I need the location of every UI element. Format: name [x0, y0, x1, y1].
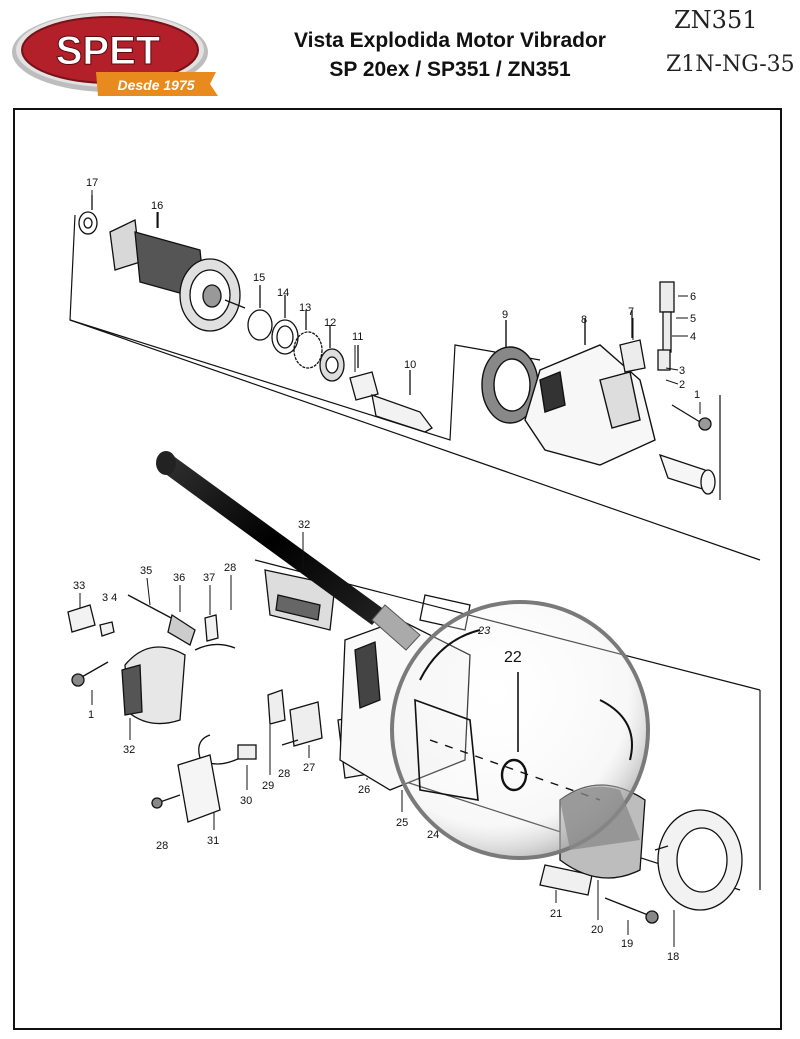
spet-logo: SPET Desde 1975: [12, 12, 218, 96]
logo-wordmark: SPET: [56, 29, 160, 73]
brush-parts: [198, 689, 323, 765]
top-assembly-lines: [69, 214, 761, 561]
callout-1-left: 1: [88, 709, 94, 721]
callout-labels: 17 16 15 14 13 12 11 10 9 8 7 6 5 4 3 2 …: [73, 177, 700, 963]
diagram-frame: [13, 108, 782, 1030]
callout-15: 15: [253, 272, 265, 284]
callout-31: 31: [207, 835, 219, 847]
callout-6: 6: [690, 291, 696, 303]
left-small-parts: [67, 594, 236, 651]
callout-32-upper: 32: [298, 519, 310, 531]
callout-4: 4: [690, 331, 696, 343]
callout-37: 37: [203, 572, 215, 584]
callout-13: 13: [299, 302, 311, 314]
callout-11: 11: [352, 331, 363, 343]
callout-20: 20: [591, 924, 603, 936]
title-line-2: SP 20ex / SP351 / ZN351: [329, 58, 571, 81]
callout-17: 17: [86, 177, 98, 189]
plate-group: [151, 754, 221, 823]
callout-28-upper: 28: [224, 562, 236, 574]
callout-21: 21: [550, 908, 562, 920]
callout-16: 16: [151, 200, 163, 212]
end-sleeve: [658, 453, 716, 495]
callout-26: 26: [358, 784, 370, 796]
callout-9: 9: [502, 309, 508, 321]
shaft-group: [349, 345, 433, 433]
page-header: SPET Desde 1975 Vista Explodida Motor Vi…: [0, 0, 800, 105]
callout-5: 5: [690, 313, 696, 325]
callout-35: 35: [140, 565, 152, 577]
callout-29: 29: [262, 780, 274, 792]
callout-12: 12: [324, 317, 336, 329]
callout-25: 25: [396, 817, 408, 829]
rings-group: [247, 285, 345, 382]
callout-14: 14: [277, 287, 289, 299]
callout-23: 23: [477, 625, 491, 637]
model-code-top: ZN351: [674, 6, 758, 34]
callout-24: 24: [427, 829, 439, 841]
part-17-washer: [78, 195, 98, 235]
callout-30: 30: [240, 795, 252, 807]
callout-32-lower: 32: [123, 744, 135, 756]
callout-18: 18: [667, 951, 679, 963]
title-line-1: Vista Explodida Motor Vibrador: [294, 29, 606, 52]
callout-10: 10: [404, 359, 416, 371]
left-stator-group: [71, 646, 186, 725]
part-8-housing: [524, 318, 656, 466]
callout-33: 33: [73, 580, 85, 592]
callout-34: 3 4: [102, 592, 117, 604]
callout-7: 7: [628, 306, 634, 318]
model-code-bottom: Z1N-NG-35: [666, 52, 795, 77]
part-16-armature: [109, 212, 246, 332]
logo-tagline: Desde 1975: [117, 77, 194, 93]
callout-3: 3: [679, 365, 685, 377]
callout-28-middle: 28: [278, 768, 290, 780]
callout-28-lower: 28: [156, 840, 168, 852]
callout-36: 36: [173, 572, 185, 584]
callout-8: 8: [581, 314, 587, 326]
callout-2: 2: [679, 379, 685, 391]
callout-27: 27: [303, 762, 315, 774]
upper-small-parts: [619, 281, 675, 373]
callout-1-top: 1: [694, 389, 700, 401]
part-1-screw-top: [671, 404, 712, 431]
callout-leaders: [79, 190, 701, 947]
callout-22: 22: [504, 649, 522, 666]
callout-19: 19: [621, 938, 633, 950]
magnifier-overlay: [156, 451, 650, 860]
page-title: Vista Explodida Motor Vibrador SP 20ex /…: [240, 26, 660, 84]
